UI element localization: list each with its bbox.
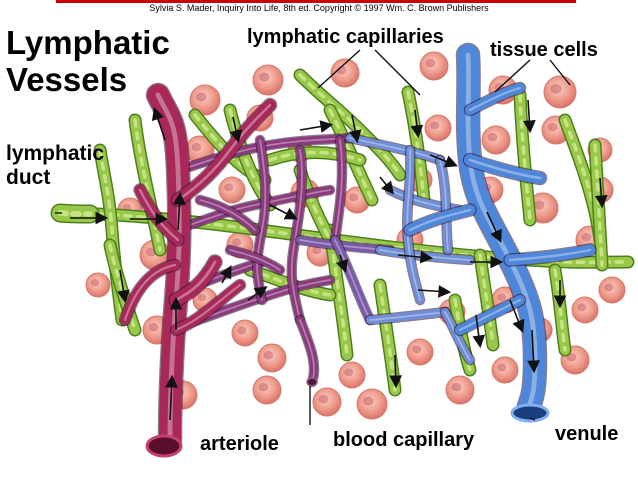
title-line-2: Vessels: [6, 61, 128, 98]
venule-branch: [462, 152, 548, 186]
blood-capillary: [251, 134, 271, 306]
lymphatic-capillary: [263, 146, 367, 167]
venule-lumen: [510, 403, 550, 423]
flow-arrow: [247, 286, 268, 301]
arteriole-branch: [169, 278, 247, 337]
flow-arrow: [173, 191, 186, 231]
tissue-cell: [356, 388, 388, 420]
label-blood-capillary: blood capillary: [333, 429, 475, 451]
tissue-cell: [571, 296, 599, 324]
tissue-cell: [257, 343, 287, 373]
venule-branch: [403, 203, 477, 237]
flow-arrow: [472, 314, 486, 349]
tissue-cell: [252, 375, 282, 405]
flow-arrow: [269, 204, 298, 220]
blood-capillary: [194, 194, 261, 236]
flow-arrow: [229, 116, 243, 144]
tissue-cell: [445, 375, 475, 405]
flow-arrow: [417, 284, 452, 298]
lymphatic-capillary: [548, 263, 572, 357]
lymphatic-capillary: [513, 88, 537, 227]
flow-arrow: [379, 176, 394, 195]
label-venule: venule: [555, 423, 619, 445]
tissue-cell: [218, 176, 246, 204]
tissue-cell: [338, 361, 366, 389]
blood-capillary: [364, 306, 451, 326]
label-leader-line: [529, 417, 536, 421]
flow-arrow: [389, 354, 403, 389]
tissue-cell: [252, 64, 284, 96]
leader-lines: [55, 49, 571, 425]
arteriole-lumen: [145, 434, 183, 458]
arteriole-branch: [118, 258, 182, 327]
lymphatic-capillary: [103, 238, 142, 337]
blood-capillary: [439, 306, 476, 366]
label-lymphatic-capillaries: lymphatic capillaries: [247, 26, 444, 48]
label-leader-line: [374, 49, 421, 96]
tissue-cell: [85, 272, 111, 298]
lymphatic-capillary: [128, 113, 167, 257]
tissue-cell: [424, 114, 452, 142]
title-line-1: Lymphatic: [6, 24, 170, 61]
flow-arrow: [509, 299, 525, 333]
flow-arrow: [594, 177, 608, 209]
label-leader-line: [317, 49, 361, 89]
label-lymphatic-duct: lymphatic duct: [6, 142, 104, 190]
top-rule: [56, 0, 576, 3]
tissue-cell: [481, 125, 511, 155]
tissue-cell: [598, 276, 626, 304]
tissue-cell: [543, 75, 577, 109]
tissue-cell: [419, 51, 449, 81]
flow-arrow: [219, 265, 232, 284]
lymphatic-capillary: [473, 248, 500, 352]
blood-capillary: [329, 134, 348, 246]
flow-arrow: [429, 154, 458, 168]
label-leader-line: [549, 59, 571, 86]
tissue-cell: [231, 319, 259, 347]
flow-arrow: [151, 106, 166, 141]
label-lymphatic-duct-line-2: duct: [6, 166, 51, 189]
flow-arrow: [410, 109, 424, 139]
flow-arrow: [397, 250, 434, 264]
arteriole-branch: [170, 97, 278, 208]
blood-capillary: [294, 314, 320, 388]
flow-arrow: [117, 269, 130, 304]
tissue-cell: [312, 387, 342, 417]
lymphatic-capillary: [401, 85, 431, 207]
venule-branch: [503, 243, 597, 267]
blood-capillary: [401, 144, 426, 306]
venule-branch: [453, 293, 527, 337]
label-lymphatic-duct-line-1: lymphatic: [6, 142, 105, 165]
flow-arrow: [335, 254, 349, 274]
lymphatic-duct-vessel: [50, 203, 100, 224]
flow-arrow: [348, 114, 362, 144]
flow-arrows: [70, 99, 608, 421]
blood-capillary: [174, 132, 356, 176]
label-tissue-cells: tissue cells: [490, 39, 598, 61]
lymphatic-capillary: [373, 278, 402, 397]
blood-capillary: [329, 234, 376, 326]
label-leader-line: [494, 59, 531, 93]
lymphatic-capillary: [588, 138, 609, 272]
capillary-end: [306, 377, 318, 387]
blood-capillary: [224, 244, 286, 276]
diagram-title: Lymphatic Vessels: [6, 24, 170, 98]
tissue-cell: [406, 338, 434, 366]
flow-arrow: [486, 211, 502, 243]
flow-arrow: [165, 374, 178, 421]
blood-capillary: [434, 154, 454, 256]
flow-arrow: [527, 329, 540, 374]
credit-line: Sylvia S. Mader, Inquiry Into Life, 8th …: [149, 3, 489, 13]
label-arteriole: arteriole: [200, 433, 279, 455]
tissue-cell: [189, 84, 221, 116]
tissue-cell: [491, 356, 519, 384]
flow-arrow: [299, 120, 334, 133]
flow-arrow: [522, 99, 536, 134]
venule-branch: [463, 81, 527, 117]
